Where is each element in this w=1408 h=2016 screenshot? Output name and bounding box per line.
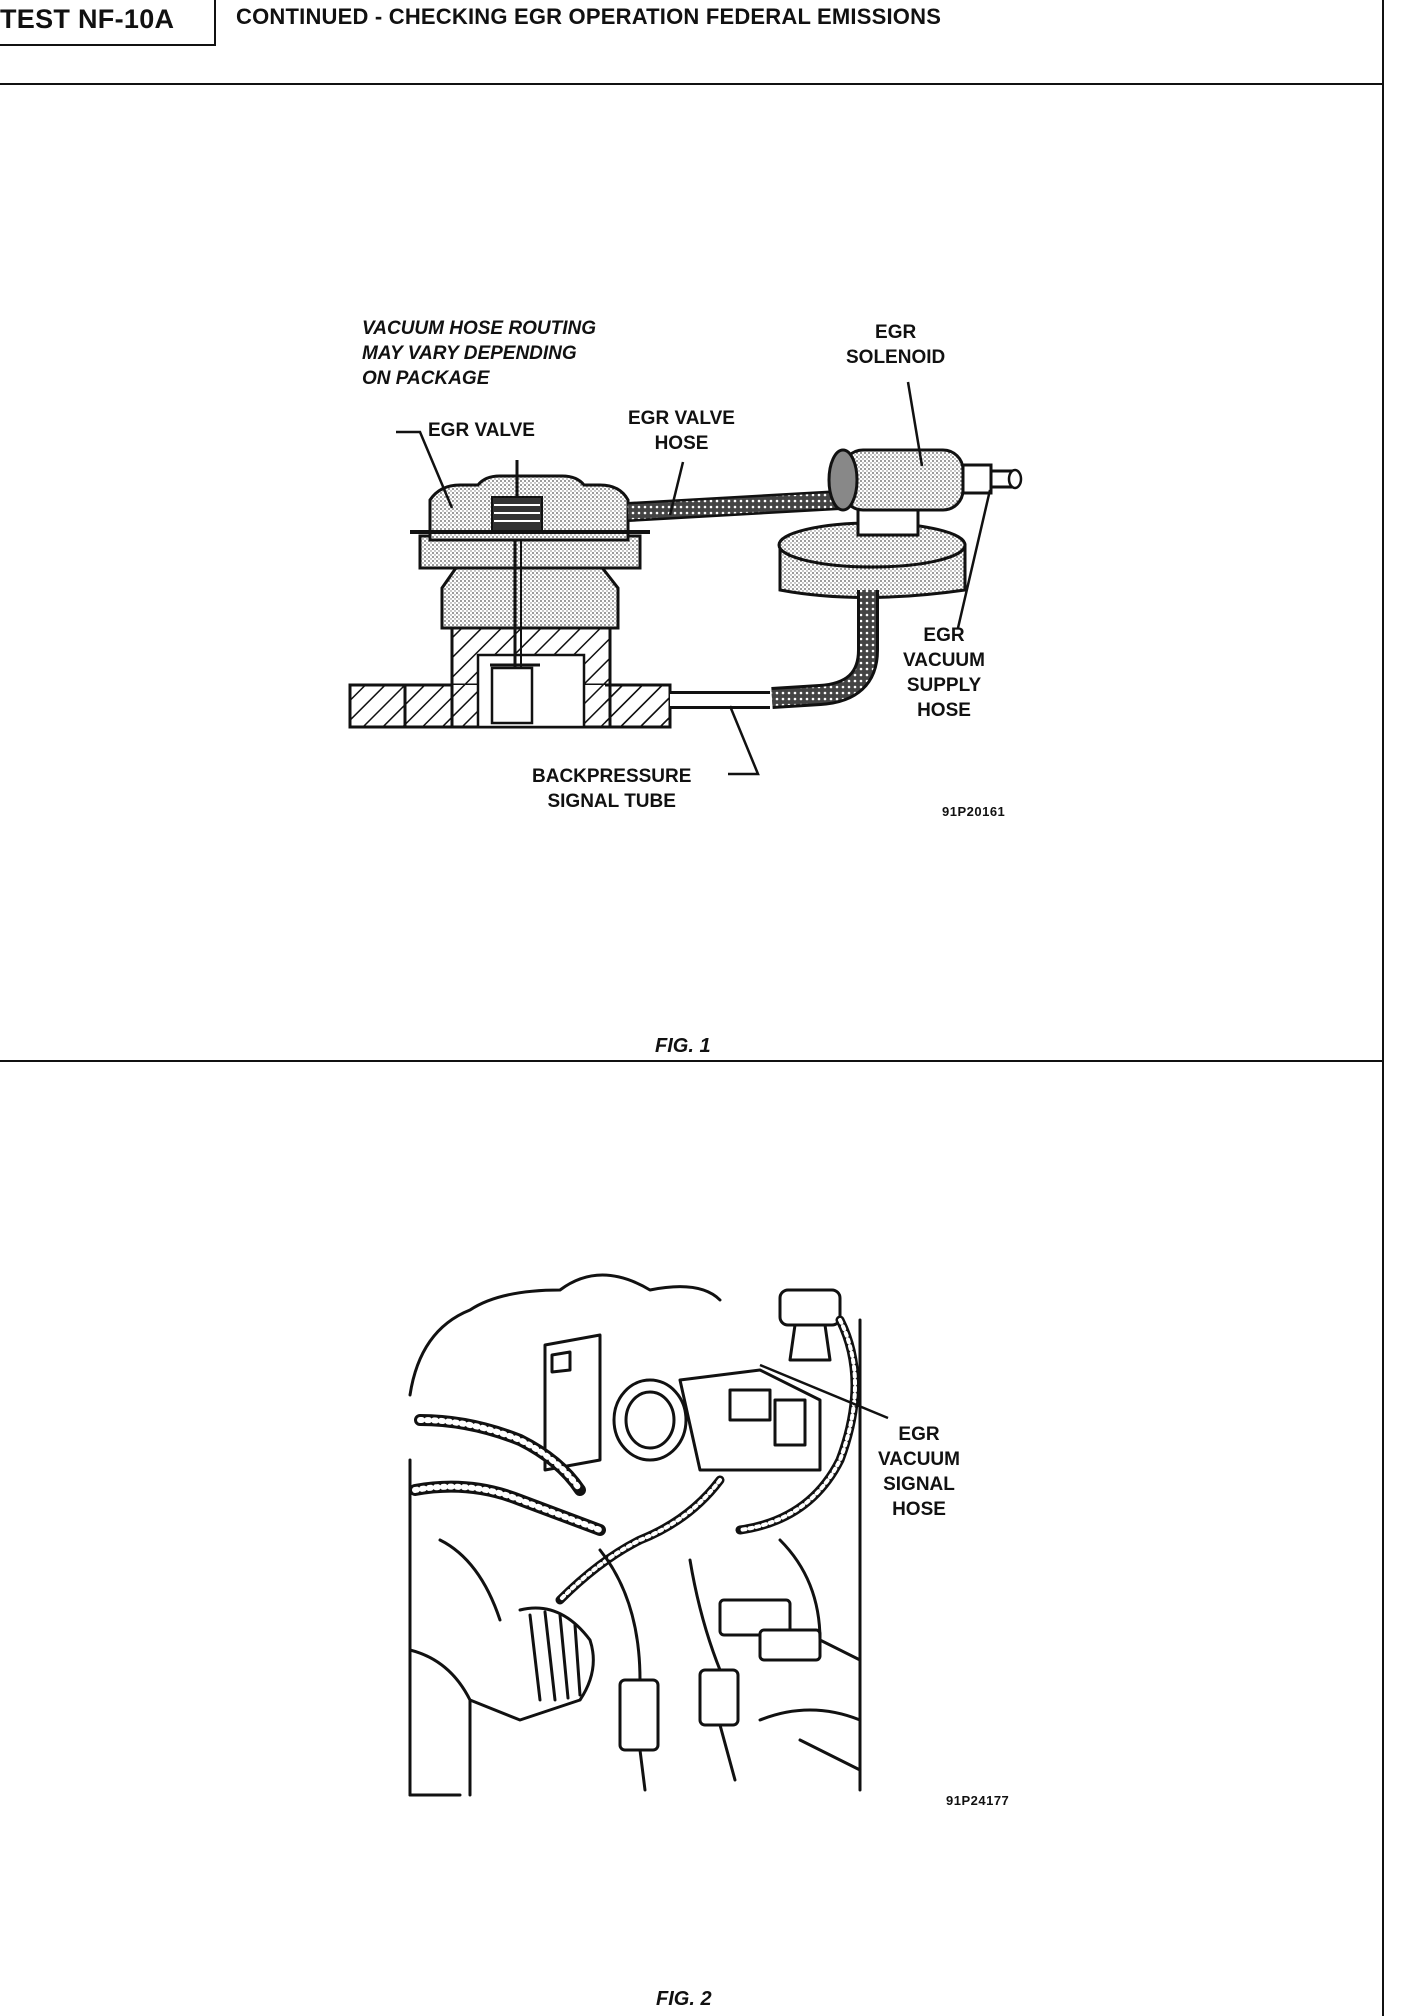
label-egr-valve: EGR VALVE <box>428 420 535 441</box>
routing-note: VACUUM HOSE ROUTING MAY VARY DEPENDING O… <box>362 316 596 391</box>
label-egr-valve-hose-line-1: EGR VALVE <box>628 408 735 429</box>
routing-note-line-2: MAY VARY DEPENDING <box>362 343 577 364</box>
figure-divider <box>0 1060 1384 1062</box>
egr-valve-body <box>418 534 642 668</box>
label-egr-vacuum-supply-hose: EGR VACUUM SUPPLY HOSE <box>903 623 985 723</box>
label-egr-solenoid: EGR SOLENOID <box>846 320 945 370</box>
figure-2-code: 91P24177 <box>946 1793 1010 1808</box>
label-signal-hose-line-1: EGR <box>898 1424 940 1445</box>
figure-1-leader-lines <box>396 381 992 776</box>
header-rule <box>0 83 1384 85</box>
label-egr-valve-hose: EGR VALVE HOSE <box>628 406 735 456</box>
figure-2-leader-line <box>759 1363 889 1420</box>
egr-solenoid <box>777 448 1023 599</box>
label-backpressure-line-1: BACKPRESSURE <box>532 766 692 787</box>
label-backpressure-line-2: SIGNAL TUBE <box>547 791 676 812</box>
label-backpressure-signal-tube: BACKPRESSURE SIGNAL TUBE <box>532 764 691 814</box>
label-signal-hose-line-2: VACUUM <box>878 1449 960 1470</box>
label-signal-hose-line-4: HOSE <box>892 1499 946 1520</box>
page-frame-right <box>1382 0 1384 2016</box>
figure-1-caption: FIG. 1 <box>655 1035 711 1057</box>
test-id: TEST NF-10A <box>0 4 175 34</box>
routing-note-line-1: VACUUM HOSE ROUTING <box>362 318 596 339</box>
label-egr-vacuum-signal-hose: EGR VACUUM SIGNAL HOSE <box>878 1422 960 1522</box>
routing-note-line-3: ON PACKAGE <box>362 368 490 389</box>
label-signal-hose-line-3: SIGNAL <box>883 1474 955 1495</box>
label-supply-hose-line-1: EGR <box>923 625 965 646</box>
label-egr-valve-hose-line-2: HOSE <box>654 433 709 454</box>
egr-valve-diaphragm <box>410 460 650 542</box>
label-egr-solenoid-line-1: EGR <box>875 322 917 343</box>
test-id-box: TEST NF-10A <box>0 0 216 46</box>
label-supply-hose-line-3: SUPPLY <box>906 675 982 696</box>
figure-1-code: 91P20161 <box>942 804 1006 819</box>
label-egr-solenoid-line-2: SOLENOID <box>846 347 946 368</box>
label-supply-hose-line-2: VACUUM <box>903 650 985 671</box>
figure-2-caption: FIG. 2 <box>656 1988 712 2010</box>
label-supply-hose-line-4: HOSE <box>917 700 971 721</box>
page-title: CONTINUED - CHECKING EGR OPERATION FEDER… <box>236 4 942 29</box>
